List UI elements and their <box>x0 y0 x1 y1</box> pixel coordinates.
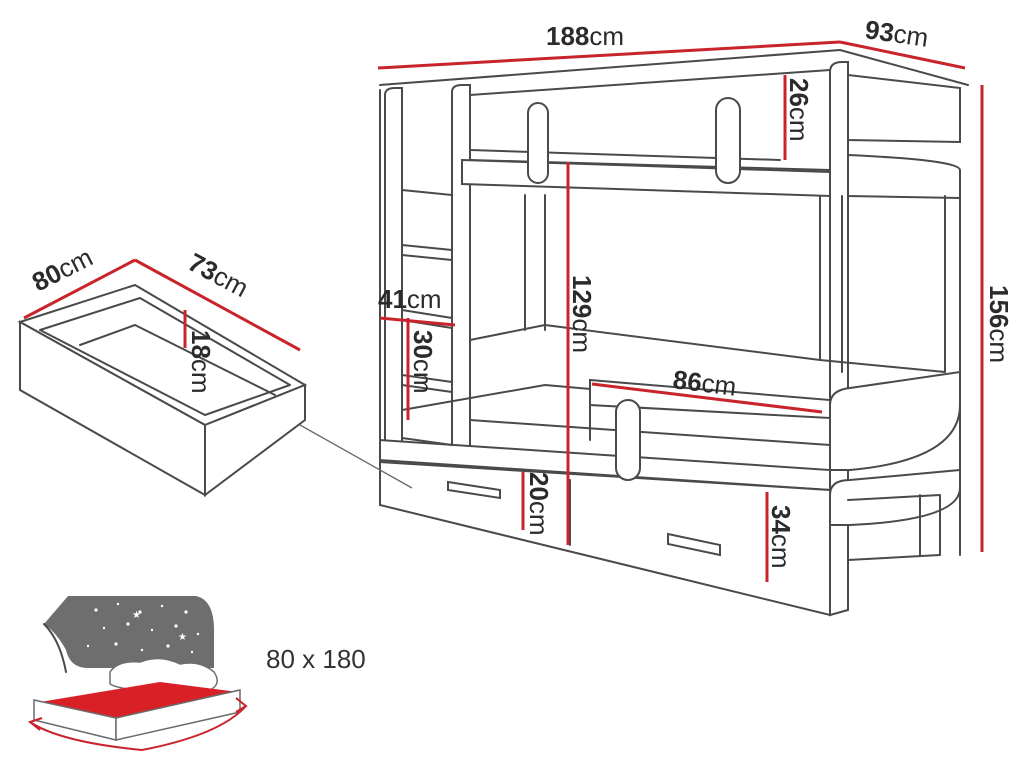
dim-bed-depth: 93cm <box>863 14 930 53</box>
drawer-handle-right <box>667 532 721 557</box>
bunk-bed-drawing <box>299 49 969 617</box>
guard-slot-lower <box>615 399 641 481</box>
mattress-size-label: 80 x 180 <box>266 644 366 674</box>
drawer-handle-left <box>447 480 501 500</box>
dim-interior-height: 129cm <box>567 275 597 353</box>
guard-slot-left <box>527 102 549 184</box>
dim-bed-length: 188cm <box>546 21 624 51</box>
dimension-labels: 188cm 93cm 26cm 156cm 129cm 41cm 30cm 86… <box>27 14 1014 568</box>
dim-ladder-width: 41cm <box>378 284 442 314</box>
dim-drawer-depth: 73cm <box>183 247 253 303</box>
svg-text:★: ★ <box>132 610 141 621</box>
mattress-top <box>40 682 238 718</box>
dim-total-height: 156cm <box>984 285 1014 363</box>
guard-slot-right <box>715 97 741 184</box>
dimension-lines <box>23 40 984 582</box>
dim-drawer-width: 80cm <box>27 242 97 298</box>
dim-guard-length: 86cm <box>671 364 738 402</box>
svg-text:★: ★ <box>178 632 187 643</box>
dim-drawer-inner-height: 18cm <box>186 330 216 394</box>
dim-base-height: 20cm <box>524 472 554 536</box>
stars-icon: ★ ★ <box>86 602 200 654</box>
night-sky-icon <box>44 596 214 668</box>
mattress-icon: ★ ★ <box>27 596 248 752</box>
dim-guard-height: 26cm <box>784 78 814 142</box>
dim-ladder-step: 30cm <box>408 330 438 394</box>
drawer-detail-drawing <box>17 283 308 497</box>
dim-drawer-height: 34cm <box>766 505 796 569</box>
